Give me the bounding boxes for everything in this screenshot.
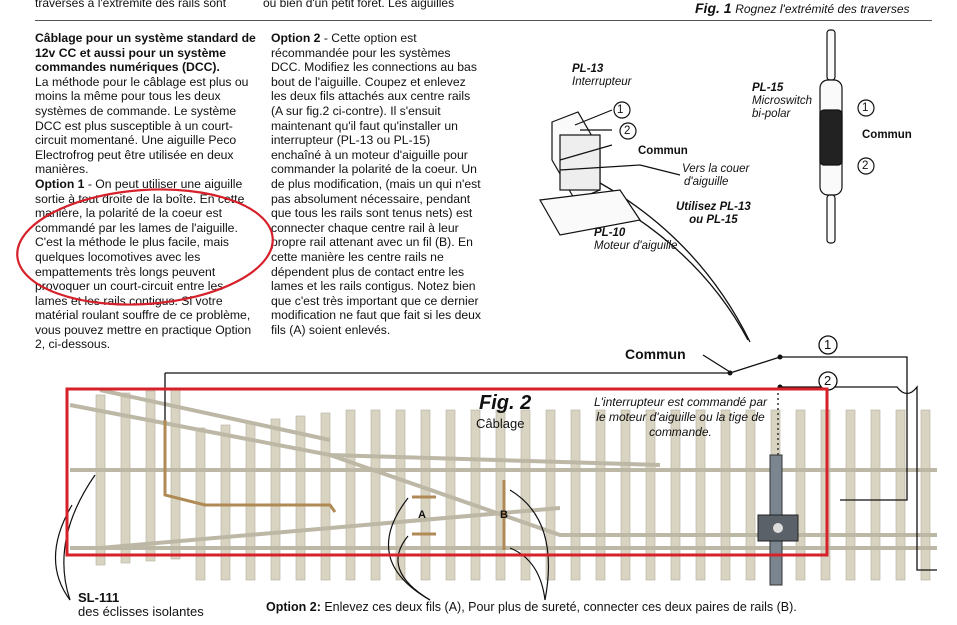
terminal-1-circle [818,335,838,355]
sl111-code: SL-111 [78,590,120,605]
sleeper [470,409,481,581]
track-wires [163,420,506,550]
sleeper [870,409,881,581]
fig1-caption: Fig. 1 Rognez l'extrémité des traverses [695,0,910,16]
label-b: B [500,509,508,521]
vers-line1: Vers la couer [682,163,750,175]
sleeper [845,409,856,581]
sleeper [370,409,381,581]
pl13-commun: Commun [638,145,688,157]
middle-option2: Option 2 - Cette option est récommandée … [271,31,482,337]
pl10-code: PL-10 [594,227,626,239]
sleeper [95,394,106,566]
middle-column: Option 2 - Cette option est récommandée … [271,31,482,337]
option2-label: Option 2 [271,31,321,45]
left-column: Câblage pour un système standard de 12v … [35,31,257,352]
fig1-number: Fig. 1 [695,0,732,16]
sleeper [895,409,906,581]
sleeper [670,409,681,581]
sleeper [345,409,356,581]
option2-text: - Cette option est récommandée pour les … [271,31,482,337]
label-a: A [418,509,426,521]
pl13-name: Interrupteur [572,76,632,88]
fig2-red-box [65,387,829,557]
sleeper [320,412,331,581]
left-body: La méthode pour le câblage est plus ou m… [35,74,249,177]
bottom-option2-text: Enlevez ces deux fils (A), Pour plus de … [320,600,797,614]
sl111-text: des éclisses isolantes [78,604,204,619]
fig2-number: Fig. 2 [479,392,532,414]
pl13-num1: 1 [617,104,624,116]
utilisez-line1: Utilisez PL-13 [676,201,751,213]
sleeper [745,409,756,581]
sleeper [620,409,631,581]
vers-line2: d'aiguille [684,176,729,188]
fig2-caption: Câblage [476,416,525,431]
switch-num2: 2 [824,373,832,388]
top-fragment-middle: ou bien d'un petit forêt. Les aiguilles [263,0,455,10]
sleeper [645,409,656,581]
pl13-label: PL-13 Interrupteur [572,63,631,89]
sleeper [595,409,606,581]
bottom-option2: Option 2: Enlevez ces deux fils (A), Pou… [266,600,797,614]
option1-label: Option 1 [35,176,85,191]
pl13-sketch [539,109,642,236]
pl15-name1: Microswitch [752,95,813,107]
utilisez-label: Utilisez PL-13 ou PL-15 [676,201,751,227]
sleeper [545,409,556,581]
point-motor-switch [757,454,799,586]
sleeper [395,409,406,581]
vers-label: Vers la couer d'aiguille [682,163,749,189]
pl10-label: PL-10 Moteur d'aiguille [594,227,677,253]
vers-arrow [639,164,681,176]
switch-num1: 1 [824,337,832,352]
pl15-code: PL-15 [752,82,784,94]
utilisez-line2: ou PL-15 [689,214,738,226]
pl15-num2: 2 [862,160,869,172]
sleeper [520,409,531,581]
left-heading: Câblage pour un système standard de 12v … [35,31,256,75]
sleeper [170,388,181,560]
sleeper [295,415,306,581]
pl10-name: Moteur d'aiguille [594,240,678,252]
sleeper [120,392,131,564]
sleeper [420,409,431,581]
sleeper [720,409,731,581]
fig2-note: L'interrupteur est commandé par le moteu… [593,395,768,439]
sleeper [920,409,931,581]
sleeper [570,409,581,581]
sleeper [145,390,156,562]
sleeper [220,424,231,581]
pl13-num2: 2 [624,125,631,137]
pl15-label: PL-15 Microswitch bi-polar [752,82,812,121]
bottom-option2-label: Option 2: [266,600,321,614]
sleeper [270,418,281,581]
pl15-commun: Commun [862,129,912,141]
pl15-name2: bi-polar [752,108,791,120]
option1-text: - On peut utiliser une aiguille sortie à… [35,176,252,352]
switch-commun-label: Commun [625,346,686,362]
pl15-num1: 1 [862,102,869,114]
top-rule [35,20,932,21]
fig1-text: Rognez l'extrémité des traverses [735,2,910,16]
top-fragment-left: traverses à l'extrémité des rails sont [35,0,227,10]
pl13-code: PL-13 [572,63,604,75]
sleeper [795,409,806,581]
left-option1: Option 1 - On peut utiliser une aiguille… [35,177,257,352]
highlight-ellipse [16,188,274,306]
pl15-sketch [819,29,843,244]
sl111-label: SL-111 des éclisses isolantes [78,591,204,619]
sleeper [695,409,706,581]
